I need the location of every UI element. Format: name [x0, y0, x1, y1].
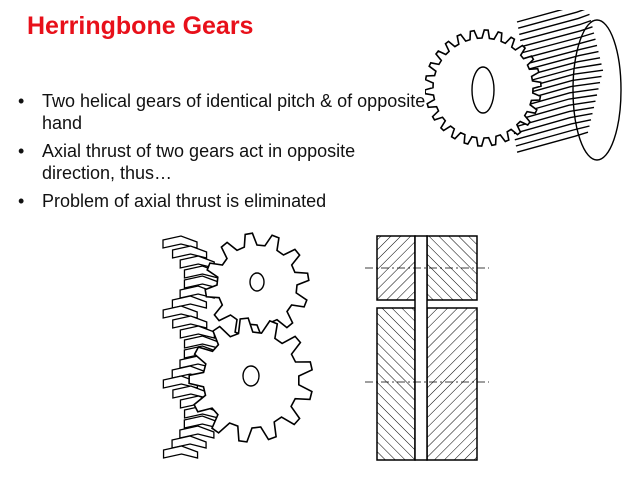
slide-title: Herringbone Gears: [27, 12, 254, 40]
helical-tooth-line: [519, 50, 599, 73]
herringbone-tooth: [179, 325, 215, 339]
gear-bore: [471, 66, 495, 114]
herringbone-gear-section-illustration: [365, 235, 489, 461]
herringbone-tooth: [172, 385, 208, 399]
bullet-item: • Two helical gears of identical pitch &…: [18, 90, 428, 134]
herringbone-tooth: [172, 315, 208, 329]
bullet-marker: •: [18, 191, 25, 211]
herringbone-tooth: [171, 245, 208, 259]
gear-face: [425, 29, 542, 147]
helical-tooth-line: [513, 88, 599, 110]
helical-tooth-line: [520, 38, 596, 60]
bullet-marker: •: [18, 91, 25, 111]
lower-gear: [188, 317, 314, 443]
helical-tooth-line: [512, 100, 596, 122]
bullet-text: Two helical gears of identical pitch & o…: [42, 91, 426, 133]
herringbone-gear-pair-illustration: [162, 232, 314, 459]
helical-tooth-line: [514, 119, 592, 141]
bullet-item: • Axial thrust of two gears act in oppos…: [18, 140, 428, 184]
section-block: [426, 307, 478, 461]
helical-gear-illustration: [425, 10, 622, 161]
bullet-list: • Two helical gears of identical pitch &…: [18, 90, 428, 218]
lower-gear-bore: [242, 365, 260, 387]
bullet-item: • Problem of axial thrust is eliminated: [18, 190, 428, 212]
helical-tooth-line: [519, 13, 590, 36]
helical-tooth-line: [517, 10, 586, 29]
helical-tooth-line: [516, 10, 564, 23]
section-block: [376, 307, 416, 461]
helical-tooth-line: [515, 75, 602, 98]
upper-gear: [204, 232, 310, 338]
herringbone-tooth: [171, 435, 207, 449]
helical-tooth-line: [513, 106, 595, 129]
upper-gear-bore: [249, 272, 265, 292]
bullet-text: Axial thrust of two gears act in opposit…: [42, 141, 356, 183]
gear-rim: [572, 19, 622, 161]
bullet-marker: •: [18, 141, 25, 161]
bullet-text: Problem of axial thrust is eliminated: [42, 191, 327, 211]
helical-tooth-line: [516, 131, 589, 153]
helical-tooth-line: [520, 26, 593, 48]
section-center-strip: [414, 235, 428, 461]
helical-tooth-line: [513, 112, 593, 135]
helical-tooth-line: [517, 63, 602, 85]
herringbone-tooth: [162, 445, 199, 459]
helical-tooth-line: [519, 19, 592, 42]
helical-tooth-line: [520, 44, 598, 67]
helical-tooth-line: [515, 125, 590, 147]
